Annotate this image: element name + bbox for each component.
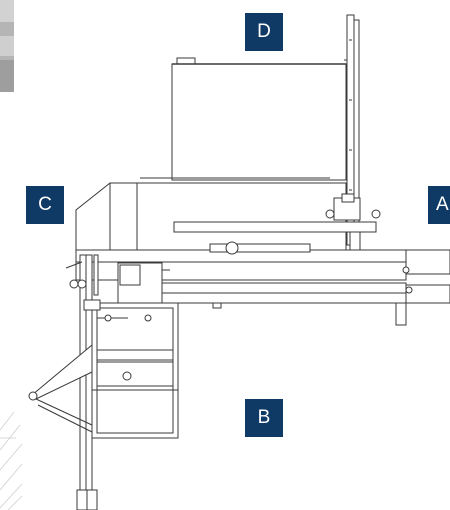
saw-machine <box>28 14 450 510</box>
callout-label-b: B <box>245 399 283 437</box>
callout-label-c: C <box>26 186 64 224</box>
edge-gradient-strip <box>0 0 14 92</box>
callout-label-a: A <box>428 186 450 224</box>
hatch-pattern <box>0 411 23 510</box>
callout-label-d: D <box>245 13 283 51</box>
